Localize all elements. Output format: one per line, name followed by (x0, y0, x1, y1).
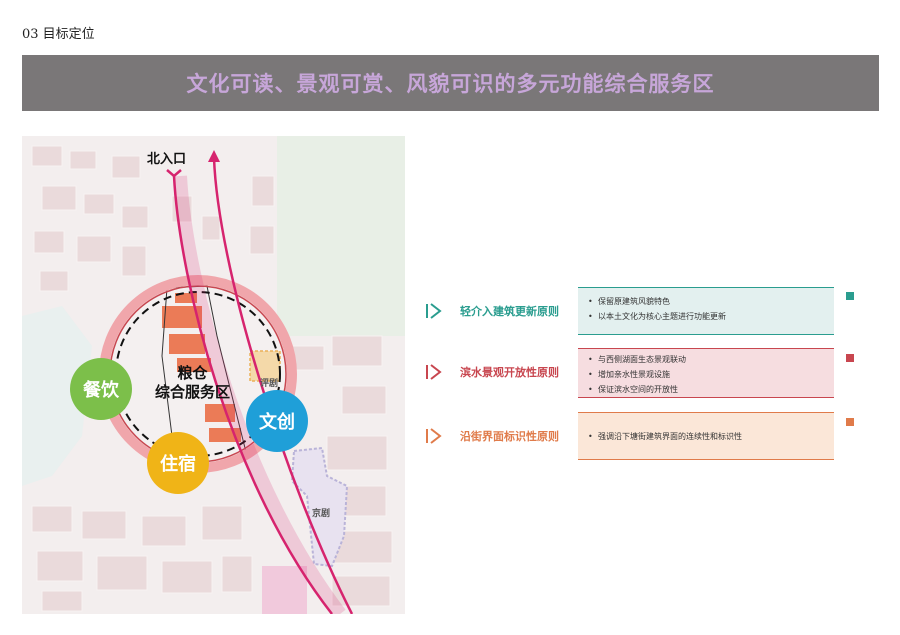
site-map: 北入口 粮仓 综合服务区 评剧 京剧 餐饮 住宿 文创 (22, 136, 405, 614)
granary-building (175, 293, 197, 303)
granary-building (169, 334, 205, 354)
pink-block (262, 566, 307, 614)
principle-3-title: 沿街界面标识性原则 (460, 430, 559, 443)
principle-3: 沿街界面标识性原则 (424, 412, 559, 460)
granary-label-line2: 综合服务区 (155, 383, 231, 401)
entrance-chevron-icon (166, 169, 182, 178)
principle-1-item: 保留原建筑风貌特色 (588, 294, 824, 309)
principle-2-box: 与西侧湖面生态景观联动 增加亲水性景观设施 保证滨水空间的开放性 (578, 348, 834, 398)
culture-badge: 文创 (246, 390, 308, 452)
principle-3-marker (846, 418, 854, 426)
food-badge: 餐饮 (70, 358, 132, 420)
north-entrance-label: 北入口 (147, 152, 187, 167)
principle-2-item: 保证滨水空间的开放性 (588, 382, 824, 397)
principle-2: 滨水景观开放性原则 (424, 348, 559, 396)
banner-title: 文化可读、景观可赏、风貌可识的多元功能综合服务区 (186, 72, 715, 96)
principle-3-box: 强调沿下塘街建筑界面的连续性和标识性 (578, 412, 834, 460)
title-banner: 文化可读、景观可赏、风貌可识的多元功能综合服务区 (22, 55, 879, 111)
lake (22, 306, 92, 486)
route-line-west (172, 175, 333, 614)
granary-label-line1: 粮仓 (177, 364, 208, 382)
principle-2-marker (846, 354, 854, 362)
granary-building (162, 306, 202, 328)
play-chevron-icon (426, 303, 442, 319)
stay-badge: 住宿 (147, 432, 209, 494)
green-area (277, 136, 405, 336)
principle-1-item: 以本土文化为核心主题进行功能更新 (588, 309, 824, 324)
principle-1-box: 保留原建筑风貌特色 以本土文化为核心主题进行功能更新 (578, 287, 834, 335)
principle-2-item: 增加亲水性景观设施 (588, 367, 824, 382)
principle-1-title: 轻介入建筑更新原则 (460, 305, 559, 318)
jingju-block (290, 446, 349, 568)
dashed-ring (115, 291, 281, 457)
jingju-label: 京剧 (312, 509, 331, 519)
principle-2-item: 与西侧湖面生态景观联动 (588, 352, 824, 367)
play-chevron-icon (426, 364, 442, 380)
route-line-east (212, 157, 354, 614)
principle-2-title: 滨水景观开放性原则 (460, 366, 559, 379)
principle-3-item: 强调沿下塘街建筑界面的连续性和标识性 (588, 429, 824, 444)
play-chevron-icon (426, 428, 442, 444)
pingju-label: 评剧 (260, 379, 279, 389)
granary-building (177, 358, 211, 372)
north-arrow-icon (208, 150, 220, 162)
section-label: 03 目标定位 (22, 27, 95, 42)
granary-label: 粮仓 综合服务区 (155, 364, 230, 402)
principle-1-marker (846, 292, 854, 300)
principle-1: 轻介入建筑更新原则 (424, 287, 559, 335)
